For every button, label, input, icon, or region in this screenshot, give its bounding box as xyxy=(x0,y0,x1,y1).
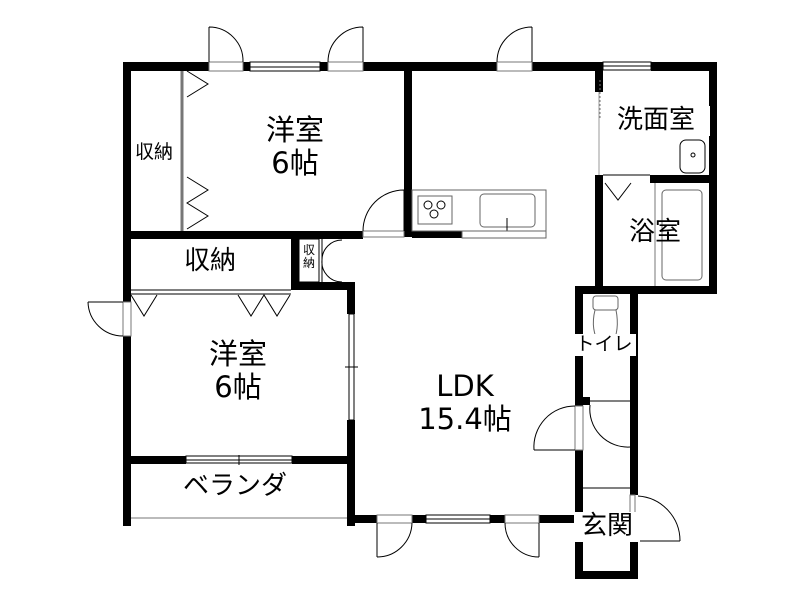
label-bathroom: 浴室 xyxy=(628,217,681,247)
label-storage-north: 収納 xyxy=(134,141,173,163)
walls xyxy=(123,62,717,579)
room-name: 洋室 xyxy=(208,337,267,371)
room-size: 15.4帖 xyxy=(418,402,512,437)
label-storage-middle: 収納 xyxy=(183,246,236,276)
room-size: 6帖 xyxy=(214,370,262,405)
room-size: 6帖 xyxy=(271,146,319,181)
room-name: LDK xyxy=(436,369,494,403)
label-entrance: 玄関 xyxy=(574,511,640,542)
label-storage-small: 収納 xyxy=(302,243,315,270)
label-toilet: トイレ xyxy=(572,333,636,356)
room-name: 洋室 xyxy=(265,113,324,147)
room-western-south: 洋室 6帖 xyxy=(188,337,288,405)
label-washroom: 洗面室 xyxy=(602,105,710,136)
label-veranda: ベランダ xyxy=(182,471,287,501)
room-ldk: LDK 15.4帖 xyxy=(405,369,525,437)
room-western-north: 洋室 6帖 xyxy=(245,113,345,181)
